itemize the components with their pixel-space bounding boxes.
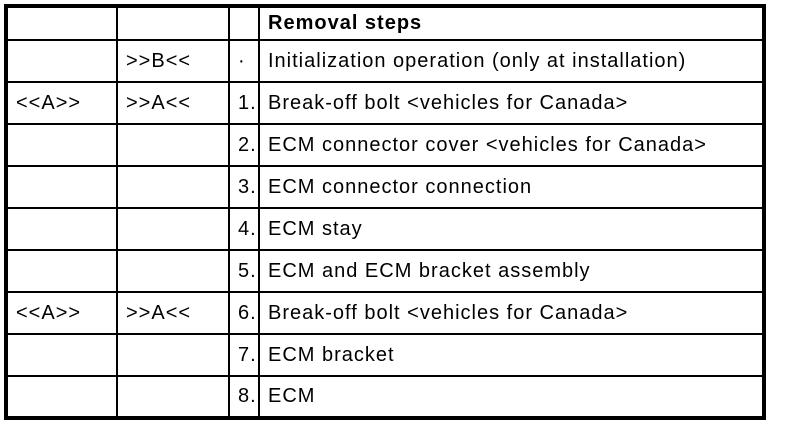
removal-service-point-cell [5,39,118,83]
step-number-header-cell [228,5,260,41]
table-row: 5. ECM and ECM bracket assembly [5,249,765,293]
step-number-cell: 5. [228,249,260,293]
step-number-cell: 1. [228,81,260,125]
step-description-cell: ECM stay [258,207,765,251]
installation-service-point-cell [116,123,230,167]
removal-marker-header-cell [5,5,118,41]
step-description-cell: ECM connector connection [258,165,765,209]
step-description-cell: ECM bracket [258,333,765,377]
table-row: 8. ECM [5,375,765,419]
installation-service-point-cell [116,375,230,419]
removal-steps-body: Removal steps >>B<< · Initialization ope… [5,5,765,419]
step-number-cell: 2. [228,123,260,167]
installation-marker-header-cell [116,5,230,41]
table-header-row: Removal steps [5,5,765,41]
installation-service-point-cell: >>B<< [116,39,230,83]
step-description-cell: ECM [258,375,765,419]
installation-service-point-cell: >>A<< [116,291,230,335]
step-description-cell: ECM connector cover <vehicles for Canada… [258,123,765,167]
step-number-cell: 3. [228,165,260,209]
table-row: <<A>> >>A<< 6. Break-off bolt <vehicles … [5,291,765,335]
removal-service-point-cell [5,207,118,251]
step-number-cell: 8. [228,375,260,419]
table-row: 4. ECM stay [5,207,765,251]
step-description-cell: Break-off bolt <vehicles for Canada> [258,81,765,125]
installation-service-point-cell [116,333,230,377]
table-row: 7. ECM bracket [5,333,765,377]
table-row: 2. ECM connector cover <vehicles for Can… [5,123,765,167]
removal-service-point-cell [5,123,118,167]
removal-service-point-cell: <<A>> [5,81,118,125]
removal-service-point-cell [5,249,118,293]
removal-service-point-cell: <<A>> [5,291,118,335]
step-number-cell: 6. [228,291,260,335]
removal-steps-header: Removal steps [258,5,765,41]
removal-service-point-cell [5,165,118,209]
table-row: >>B<< · Initialization operation (only a… [5,39,765,83]
table-row: <<A>> >>A<< 1. Break-off bolt <vehicles … [5,81,765,125]
step-number-cell: · [228,39,260,83]
table-row: 3. ECM connector connection [5,165,765,209]
removal-service-point-cell [5,375,118,419]
step-number-cell: 7. [228,333,260,377]
installation-service-point-cell [116,165,230,209]
step-description-cell: Initialization operation (only at instal… [258,39,765,83]
step-number-cell: 4. [228,207,260,251]
removal-service-point-cell [5,333,118,377]
step-description-cell: ECM and ECM bracket assembly [258,249,765,293]
removal-steps-table: Removal steps >>B<< · Initialization ope… [4,4,766,420]
installation-service-point-cell: >>A<< [116,81,230,125]
installation-service-point-cell [116,207,230,251]
step-description-cell: Break-off bolt <vehicles for Canada> [258,291,765,335]
installation-service-point-cell [116,249,230,293]
